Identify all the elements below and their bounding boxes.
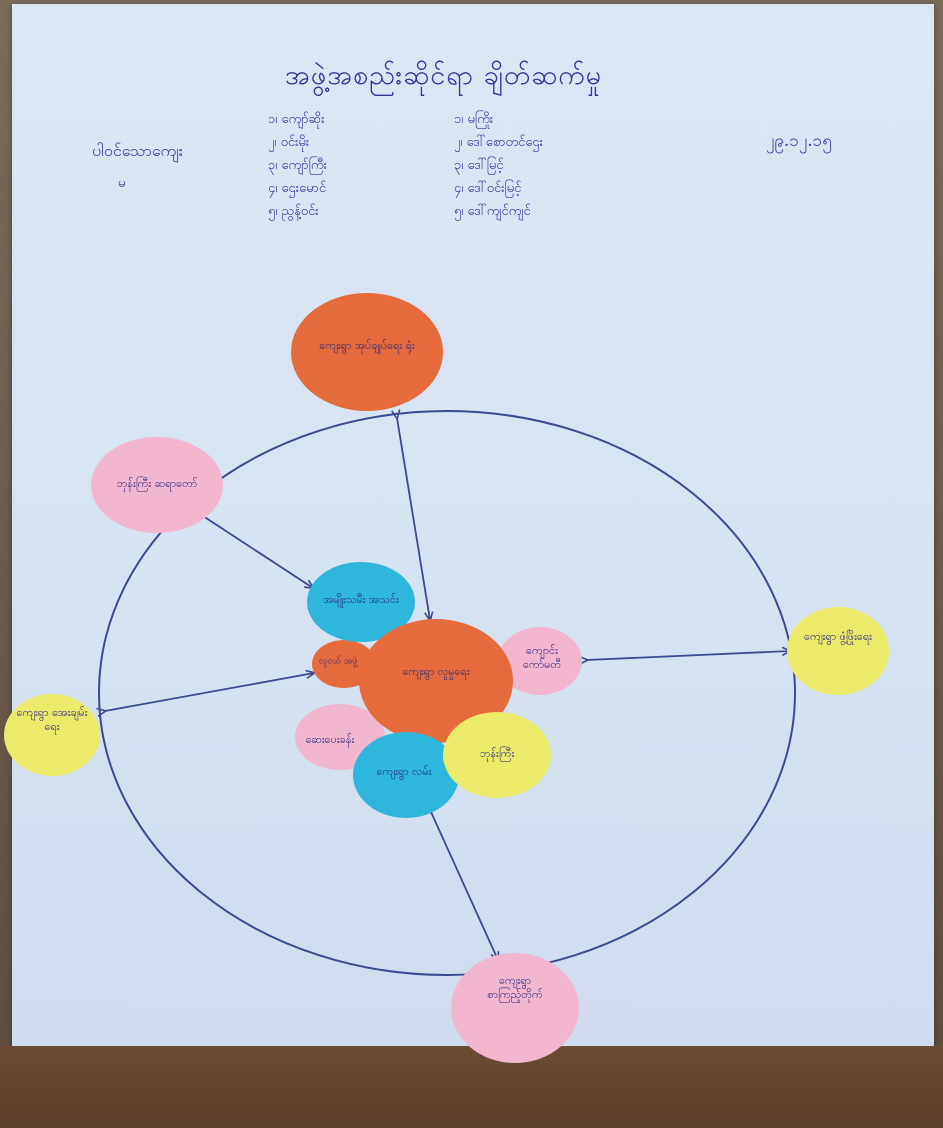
node-center-label: ကျေးရွာ လူမှုရေး xyxy=(402,665,470,678)
list-item: ၂၊ ဝင်းမိုး xyxy=(268,135,310,150)
node-inner-top xyxy=(307,562,415,642)
list-item: ၅၊ ညွန့်ဝင်း xyxy=(268,204,319,219)
node-inner-lower-right-label: ဘုန်းကြီး xyxy=(479,747,515,760)
participants-label: ပါဝင်သောကျေး xyxy=(92,141,183,160)
node-left-label: ကျေးရွာ အေးချမ်းရေး xyxy=(16,706,88,733)
node-right-label: ကျေးရွာ ဖွံ့ဖြိုးရေး xyxy=(804,630,872,643)
node-upper-left-label: ဘုန်းကြီး ဆရာတော် xyxy=(116,477,198,490)
page-title: အဖွဲ့အစည်းဆိုင်ရာ ချိတ်ဆက်မှု xyxy=(285,60,603,91)
list-item: ၅၊ ဒေါ်ကျင်ကျင် xyxy=(454,204,531,219)
node-inner-lower-left-label: ဆေးပေးခန်း xyxy=(305,733,355,746)
node-top-label: ကျေးရွာ အုပ်ချုပ်ရေး ရုံး xyxy=(319,339,415,352)
list-item: ၂၊ ဒေါ်စောတင်ဌေး xyxy=(454,135,543,150)
participants-sub: မ xyxy=(118,176,126,191)
node-inner-bottom-label: ကျေးရွာ လမ်း xyxy=(376,765,432,778)
node-right xyxy=(787,607,889,695)
node-left xyxy=(4,694,100,776)
participants-list-1: ၁၊ ကျော်ဆိုး ၂၊ ဝင်းမိုး ၃၊ ကျော်ကြီး ၄၊… xyxy=(268,108,327,223)
arrow-top-center xyxy=(397,418,430,620)
list-item: ၃၊ ကျော်ကြီး xyxy=(268,158,327,173)
list-item: ၁၊ ကျော်ဆိုး xyxy=(268,112,325,127)
date-label: ၂၉.၁၂.၁၅ xyxy=(766,131,832,151)
node-upper-left xyxy=(91,437,223,533)
node-center xyxy=(359,619,513,743)
node-inner-lower-right xyxy=(443,712,551,798)
node-inner-left-label: လူငယ် အဖွဲ့ xyxy=(318,656,358,667)
node-top xyxy=(291,293,443,411)
list-item: ၄၊ ဌေးမောင် xyxy=(268,181,327,196)
list-item: ၄၊ ဒေါ်ဝင်းမြင့် xyxy=(454,181,522,196)
arrow-right-inner xyxy=(587,651,790,660)
list-item: ၃၊ ဒေါ်မြင့် xyxy=(454,158,504,173)
arrow-left-inner xyxy=(105,673,314,711)
arrow-bottom-inner xyxy=(431,812,498,960)
node-inner-top-label: အမျိုးသမီး အသင်း xyxy=(323,593,399,606)
arrow-upperleft-inner xyxy=(203,516,313,588)
participants-list-2: ၁၊ မကြိုး ၂၊ ဒေါ်စောတင်ဌေး ၃၊ ဒေါ်မြင့် … xyxy=(454,108,543,223)
list-item: ၁၊ မကြိုး xyxy=(454,112,494,127)
node-bottom xyxy=(451,953,579,1063)
node-inner-bottom xyxy=(353,732,459,818)
node-inner-right-label: ကျောင်း ကော်မတီ xyxy=(522,644,562,671)
node-inner-right xyxy=(498,627,582,695)
node-bottom-label: ကျေးရွာ စာကြည့်တိုက် xyxy=(487,974,543,1001)
floor xyxy=(0,1046,943,1128)
